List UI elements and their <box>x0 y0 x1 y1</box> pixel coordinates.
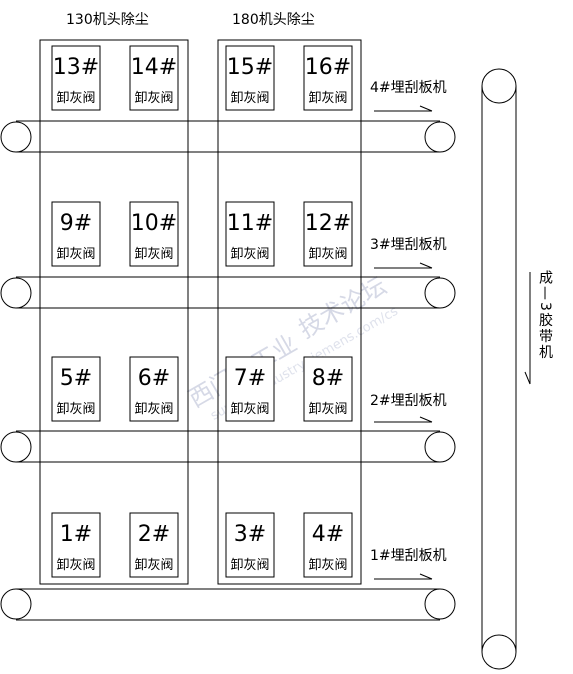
ash-valve-4: 4# 卸灰阀 <box>303 512 353 578</box>
left-dust-collector-frame <box>39 39 189 585</box>
right-dust-collector-frame <box>217 39 362 585</box>
direction-arrows <box>374 105 531 580</box>
valve-box <box>51 201 101 267</box>
ash-valve-12: 12# 卸灰阀 <box>303 201 353 267</box>
conveyor-label-1: 1#埋刮板机 <box>370 548 447 564</box>
valve-box <box>303 201 353 267</box>
valve-box <box>303 512 353 578</box>
valve-number: 6# <box>138 366 170 391</box>
valve-box <box>225 356 275 422</box>
valve-type-label: 卸灰阀 <box>308 401 347 417</box>
ash-valve-8: 8# 卸灰阀 <box>303 356 353 422</box>
valve-box <box>129 45 179 111</box>
valve-type-label: 卸灰阀 <box>134 90 173 106</box>
valve-box <box>51 356 101 422</box>
valve-type-label: 卸灰阀 <box>230 401 269 417</box>
valve-grid: 13# 卸灰阀 14# 卸灰阀 15# 卸灰阀 16# 卸灰阀 9# 卸灰阀 10# 卸灰阀 11# 卸灰… <box>51 45 353 578</box>
ash-valve-2: 2# 卸灰阀 <box>129 512 179 578</box>
conveyor-4 <box>0 120 456 153</box>
valve-type-label: 卸灰阀 <box>56 90 95 106</box>
ash-valve-10: 10# 卸灰阀 <box>129 201 179 267</box>
conveyor-label-4: 4#埋刮板机 <box>370 80 447 96</box>
valve-number: 3# <box>234 522 266 547</box>
valve-number: 7# <box>234 366 266 391</box>
ash-valve-9: 9# 卸灰阀 <box>51 201 101 267</box>
valve-box <box>303 356 353 422</box>
conveyor-label-3: 3#埋刮板机 <box>370 237 447 253</box>
ash-valve-1: 1# 卸灰阀 <box>51 512 101 578</box>
valve-type-label: 卸灰阀 <box>56 246 95 262</box>
conveyor-1 <box>0 588 456 621</box>
ash-valve-14: 14# 卸灰阀 <box>129 45 179 111</box>
valve-box <box>303 45 353 111</box>
ash-valve-11: 11# 卸灰阀 <box>225 201 275 267</box>
valve-type-label: 卸灰阀 <box>134 401 173 417</box>
valve-number: 9# <box>60 211 92 236</box>
right-unit-title: 180机头除尘 <box>232 12 315 28</box>
valve-number: 16# <box>305 55 351 80</box>
valve-type-label: 卸灰阀 <box>134 246 173 262</box>
valve-number: 2# <box>138 522 170 547</box>
left-unit-title: 130机头除尘 <box>66 12 149 28</box>
valve-number: 4# <box>312 522 344 547</box>
conveyor-label-2: 2#埋刮板机 <box>370 393 447 409</box>
valve-number: 1# <box>60 522 92 547</box>
valve-type-label: 卸灰阀 <box>308 557 347 573</box>
valve-box <box>129 356 179 422</box>
ash-valve-15: 15# 卸灰阀 <box>225 45 275 111</box>
valve-box <box>225 512 275 578</box>
valve-type-label: 卸灰阀 <box>308 90 347 106</box>
valve-number: 15# <box>227 55 273 80</box>
valve-type-label: 卸灰阀 <box>230 90 269 106</box>
ash-valve-16: 16# 卸灰阀 <box>303 45 353 111</box>
main-belt-conveyor <box>481 68 517 670</box>
valve-number: 10# <box>131 211 177 236</box>
valve-type-label: 卸灰阀 <box>56 557 95 573</box>
conveyor-2 <box>0 430 456 463</box>
valve-number: 12# <box>305 211 351 236</box>
valve-type-label: 卸灰阀 <box>308 246 347 262</box>
valve-number: 11# <box>227 211 273 236</box>
valve-box <box>51 512 101 578</box>
ash-valve-3: 3# 卸灰阀 <box>225 512 275 578</box>
valve-box <box>225 201 275 267</box>
ash-valve-5: 5# 卸灰阀 <box>51 356 101 422</box>
belt-label: 成—3胶带机 <box>537 270 553 361</box>
valve-number: 14# <box>131 55 177 80</box>
valve-type-label: 卸灰阀 <box>134 557 173 573</box>
valve-box <box>51 45 101 111</box>
ash-valve-7: 7# 卸灰阀 <box>225 356 275 422</box>
valve-box <box>129 201 179 267</box>
valve-number: 13# <box>53 55 99 80</box>
ash-valve-13: 13# 卸灰阀 <box>51 45 101 111</box>
valve-number: 5# <box>60 366 92 391</box>
conveyor-3 <box>0 276 456 309</box>
valve-box <box>225 45 275 111</box>
valve-number: 8# <box>312 366 344 391</box>
valve-type-label: 卸灰阀 <box>230 246 269 262</box>
ash-valve-6: 6# 卸灰阀 <box>129 356 179 422</box>
valve-box <box>129 512 179 578</box>
valve-type-label: 卸灰阀 <box>56 401 95 417</box>
valve-type-label: 卸灰阀 <box>230 557 269 573</box>
